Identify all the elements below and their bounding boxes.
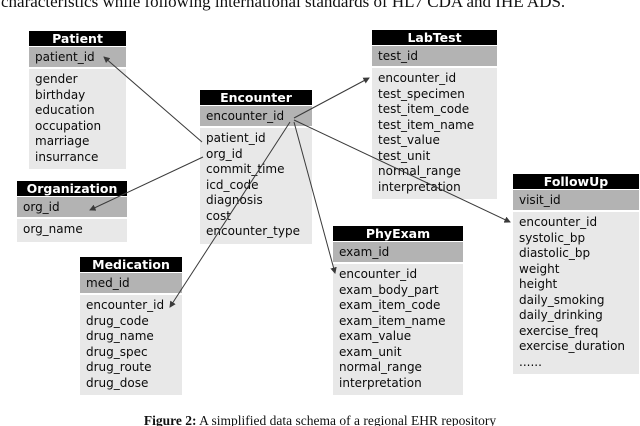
table-field: exam_item_code [339, 298, 441, 312]
table-followup-title: FollowUp [513, 174, 639, 189]
table-organization: Organization org_id org_name [17, 181, 127, 242]
table-followup-fields: encounter_id systolic_bp diastolic_bp we… [513, 212, 639, 374]
table-field: cost [206, 208, 231, 223]
table-field: exam_unit [339, 344, 402, 359]
table-encounter-fields: patient_id org_id commit_time icd_code d… [200, 128, 312, 244]
table-field: test_unit [378, 148, 431, 163]
table-field: normal_range [378, 164, 461, 178]
table-field: exercise_duration [519, 339, 626, 353]
table-organization-key-field: org_id [17, 197, 127, 217]
table-labtest-title: LabTest [372, 30, 497, 45]
table-followup: FollowUp visit_id encounter_id systolic_… [513, 174, 639, 374]
table-field: drug_spec [86, 344, 148, 359]
table-field: encounter_id [86, 298, 165, 312]
table-organization-fields: org_name [17, 219, 127, 242]
table-patient-fields: gender birthday education occupation mar… [29, 69, 126, 169]
figure-caption: Figure 2: A simplified data schema of a … [0, 413, 640, 426]
table-field: ...... [519, 354, 542, 369]
table-field: diagnosis [206, 193, 263, 207]
table-field: test_specimen [378, 86, 465, 101]
table-phyexam: PhyExam exam_id encounter_id exam_body_p… [333, 226, 463, 395]
table-field: test_value [378, 133, 440, 147]
table-field: education [35, 103, 95, 117]
table-organization-title: Organization [17, 181, 127, 196]
table-field: exam_body_part [339, 282, 439, 297]
table-medication-key-field: med_id [80, 273, 182, 293]
table-patient: Patient patient_id gender birthday educa… [29, 31, 126, 169]
table-field: encounter_type [206, 224, 300, 238]
table-field: patient_id [206, 131, 266, 145]
table-field: marriage [35, 134, 90, 148]
table-field: commit_time [206, 162, 285, 176]
table-field: normal_range [339, 360, 422, 374]
table-phyexam-fields: encounter_id exam_body_part exam_item_co… [333, 264, 463, 395]
table-medication: Medication med_id encounter_id drug_code… [80, 257, 182, 395]
table-encounter-title: Encounter [200, 90, 312, 105]
table-field: height [519, 277, 558, 291]
table-labtest: LabTest test_id encounter_id test_specim… [372, 30, 497, 199]
table-field: gender [35, 72, 78, 86]
table-labtest-fields: encounter_id test_specimen test_item_cod… [372, 68, 497, 199]
table-field: icd_code [206, 177, 259, 192]
table-labtest-key-field: test_id [372, 46, 497, 66]
table-field: daily_smoking [519, 292, 605, 307]
table-field: test_item_name [378, 117, 475, 132]
table-field: encounter_id [339, 267, 418, 281]
table-patient-title: Patient [29, 31, 126, 46]
table-field: org_name [23, 222, 83, 236]
figure-caption-text: A simplified data schema of a regional E… [199, 413, 497, 426]
table-phyexam-title: PhyExam [333, 226, 463, 241]
table-field: drug_route [86, 360, 152, 374]
table-medication-title: Medication [80, 257, 182, 272]
table-medication-fields: encounter_id drug_code drug_name drug_sp… [80, 295, 182, 395]
table-field: drug_code [86, 313, 149, 328]
body-text-line: characteristics while following internat… [1, 0, 566, 11]
table-field: insurrance [35, 149, 99, 164]
table-field: drug_dose [86, 375, 149, 390]
table-field: exam_item_name [339, 313, 446, 328]
table-field: interpretation [378, 179, 461, 194]
table-field: interpretation [339, 375, 422, 390]
table-field: occupation [35, 118, 102, 133]
table-field: drug_name [86, 329, 154, 343]
table-encounter: Encounter encounter_id patient_id org_id… [200, 90, 312, 244]
table-encounter-key-field: encounter_id [200, 106, 312, 126]
figure-caption-label: Figure 2: [143, 413, 197, 426]
table-field: daily_drinking [519, 308, 603, 322]
table-patient-key-field: patient_id [29, 47, 126, 67]
table-field: encounter_id [519, 215, 598, 229]
table-field: birthday [35, 87, 86, 102]
table-field: weight [519, 261, 560, 276]
table-field: diastolic_bp [519, 246, 591, 260]
table-phyexam-key-field: exam_id [333, 242, 463, 262]
table-field: systolic_bp [519, 230, 586, 245]
table-followup-key-field: visit_id [513, 190, 639, 210]
table-field: test_item_code [378, 102, 470, 116]
table-field: encounter_id [378, 71, 457, 85]
table-field: org_id [206, 146, 243, 161]
table-field: exercise_freq [519, 323, 599, 338]
table-field: exam_value [339, 329, 412, 343]
